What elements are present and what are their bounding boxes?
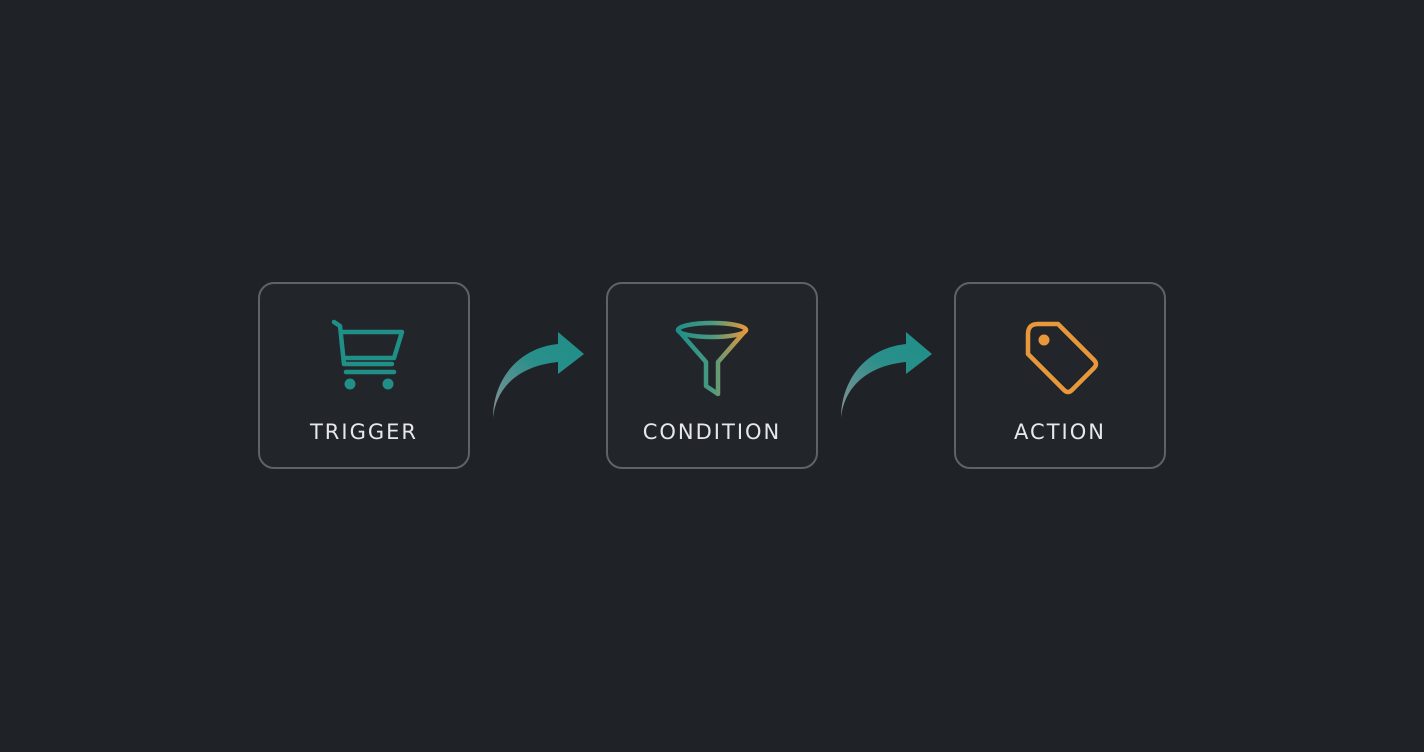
trigger-label: TRIGGER	[309, 420, 419, 444]
condition-node[interactable]: CONDITION	[606, 282, 818, 469]
trigger-node[interactable]: TRIGGER	[258, 282, 470, 469]
shopping-cart-icon	[322, 319, 405, 390]
action-label: ACTION	[1014, 420, 1106, 444]
condition-label: CONDITION	[642, 420, 782, 444]
price-tag-icon	[1025, 321, 1099, 395]
flow-arrow-icon	[493, 332, 584, 418]
action-node[interactable]: ACTION	[954, 282, 1166, 469]
flow-arrow-icon	[841, 332, 932, 418]
funnel-filter-icon	[675, 320, 749, 397]
